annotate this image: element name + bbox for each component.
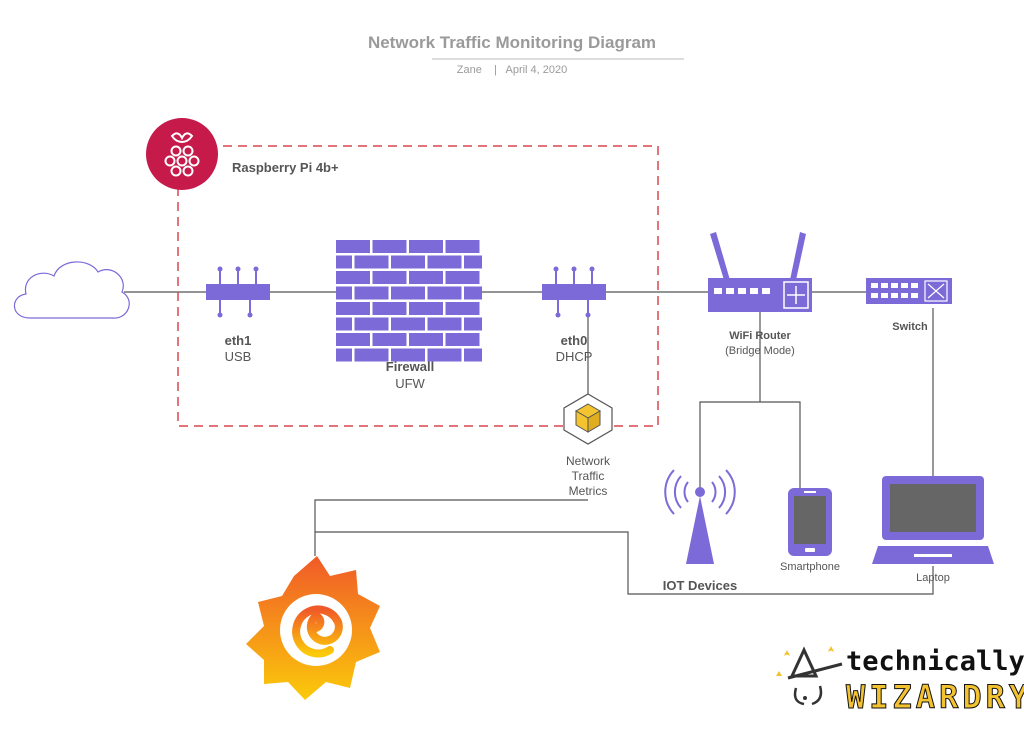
firewall-brick [445, 240, 480, 253]
link-phone-branch [760, 401, 801, 490]
internet-cloud-icon [13, 261, 130, 319]
firewall-brick [464, 348, 482, 362]
grafana-icon [246, 556, 380, 700]
firewall-brick [445, 302, 480, 315]
firewall-brick [372, 333, 407, 346]
switch-icon [866, 278, 952, 304]
iot-name: IOT Devices [662, 578, 738, 593]
eth0-nic-icon [542, 266, 606, 318]
laptop-icon [872, 476, 994, 564]
firewall-brick [354, 317, 389, 331]
raspberry-pi-boundary [177, 145, 659, 427]
eth1-name: eth1 [224, 333, 252, 348]
firewall-detail: UFW [395, 376, 425, 391]
subtitle: Zane | April 4, 2020 [412, 64, 612, 76]
firewall-name: Firewall [385, 359, 435, 374]
firewall-brick [354, 348, 389, 362]
firewall-icon [336, 240, 482, 362]
smartphone-name: Smartphone [780, 561, 840, 573]
firewall-brick [445, 271, 480, 284]
metrics-label-line3: Metrics [568, 484, 608, 498]
eth1-detail: USB [224, 349, 252, 364]
metrics-label-line2: Traffic [571, 469, 605, 483]
firewall-brick [427, 317, 462, 331]
eth0-name: eth0 [560, 333, 588, 348]
boundary-label: Raspberry Pi 4b+ [232, 160, 339, 175]
eth1-nic-icon [206, 266, 270, 318]
wifi-router-icon [708, 232, 812, 312]
firewall-brick [464, 317, 482, 331]
firewall-brick [464, 286, 482, 300]
firewall-brick [336, 286, 352, 300]
firewall-brick [445, 333, 480, 346]
raspberry-pi-icon [146, 118, 218, 190]
brand-line1: technically [846, 646, 1024, 677]
firewall-brick [391, 286, 425, 300]
switch-name: Switch [892, 321, 928, 333]
link-iot-branch [699, 401, 760, 496]
firewall-brick [409, 333, 443, 346]
firewall-brick [391, 317, 425, 331]
firewall-brick [336, 333, 370, 346]
connection-lines [124, 291, 934, 595]
iot-device-icon [664, 469, 736, 564]
router-detail: (Bridge Mode) [725, 345, 795, 357]
firewall-brick [336, 255, 352, 269]
metrics-label-line1: Network [565, 454, 610, 468]
date: April 4, 2020 [505, 64, 568, 76]
wizardry-logo-icon [776, 646, 843, 706]
firewall-brick [391, 348, 425, 362]
brand-line2: WIZARDRY [845, 678, 1024, 717]
firewall-brick [372, 271, 407, 284]
link-laptop-grafana [315, 531, 934, 595]
firewall-brick [372, 240, 407, 253]
firewall-brick [427, 286, 462, 300]
firewall-brick [427, 348, 462, 362]
link-metrics-grafana [314, 499, 588, 556]
page-title: Network Traffic Monitoring Diagram [367, 33, 657, 52]
firewall-brick [336, 271, 370, 284]
laptop-name: Laptop [916, 572, 950, 584]
firewall-brick [409, 271, 443, 284]
firewall-brick [464, 255, 482, 269]
firewall-brick [409, 302, 443, 315]
firewall-brick [354, 255, 389, 269]
firewall-brick [336, 302, 370, 315]
firewall-brick [336, 348, 352, 362]
firewall-brick [372, 302, 407, 315]
firewall-brick [336, 240, 370, 253]
author: Zane [456, 64, 482, 76]
firewall-brick [336, 317, 352, 331]
firewall-brick [409, 240, 443, 253]
firewall-brick [391, 255, 425, 269]
firewall-brick [427, 255, 462, 269]
router-name: WiFi Router [729, 330, 791, 342]
firewall-brick [354, 286, 389, 300]
smartphone-icon [788, 488, 832, 556]
eth0-detail: DHCP [555, 349, 593, 364]
subtitle-separator: | [494, 64, 497, 76]
metrics-cube-icon [563, 393, 613, 445]
